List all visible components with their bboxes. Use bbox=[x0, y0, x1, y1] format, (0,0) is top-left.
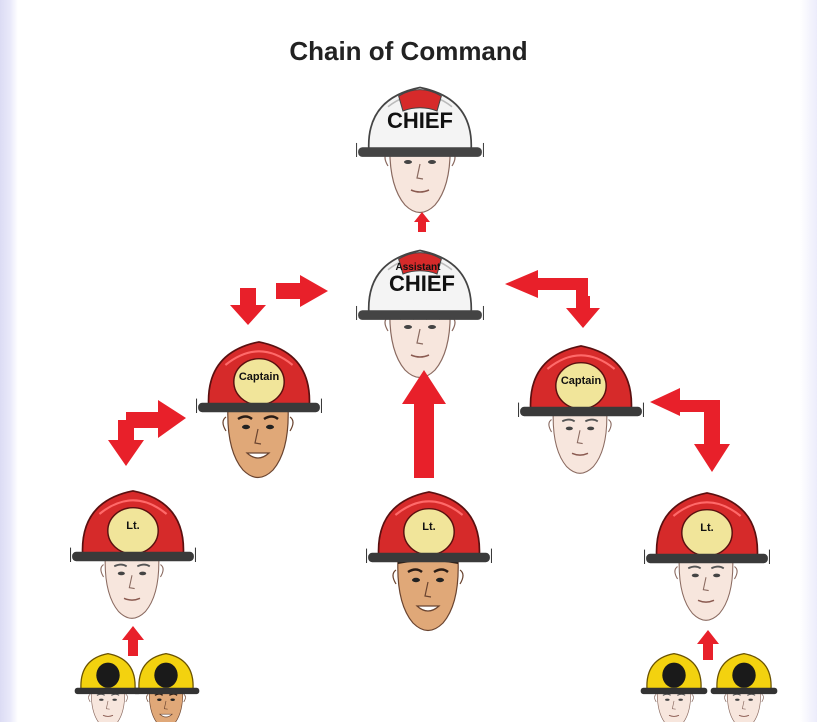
arrow-icon bbox=[402, 370, 446, 478]
firefighter-figure-3 bbox=[640, 652, 708, 722]
lieutenant-left-figure: Lt. bbox=[70, 489, 196, 620]
face-icon bbox=[391, 550, 465, 632]
captain-left-figure: Captain bbox=[196, 340, 322, 479]
arrow-icon bbox=[230, 288, 266, 325]
lieutenant-right-figure: Lt. bbox=[644, 491, 770, 622]
arrow-icon bbox=[566, 296, 600, 328]
chief-helmet-label: CHIEF bbox=[387, 108, 453, 133]
face-icon bbox=[99, 552, 165, 620]
arrow-icon bbox=[122, 626, 144, 656]
lieutenant-right-helmet-label: Lt. bbox=[700, 522, 713, 534]
helmet-icon bbox=[132, 652, 200, 695]
firefighter-figure-4 bbox=[710, 652, 778, 722]
firefighter-figure-2 bbox=[132, 652, 200, 722]
arrow-icon bbox=[276, 275, 328, 307]
arrow-icon bbox=[108, 400, 186, 466]
assistant-chief-figure: Assistant CHIEF bbox=[356, 249, 484, 379]
assistant-helmet-small-label: Assistant bbox=[395, 262, 441, 273]
page-title: Chain of Command bbox=[289, 36, 528, 66]
arrow-icon bbox=[650, 388, 730, 472]
chief-figure: CHIEF bbox=[356, 86, 484, 214]
helmet-icon bbox=[710, 652, 778, 695]
arrow-icon bbox=[505, 270, 588, 300]
captain-right-figure: Captain bbox=[518, 344, 644, 475]
helmet-icon bbox=[640, 652, 708, 695]
lieutenant-center-helmet-label: Lt. bbox=[422, 521, 435, 533]
assistant-helmet-label: CHIEF bbox=[389, 271, 455, 296]
firefighter-figure-1 bbox=[74, 652, 142, 722]
helmet-icon bbox=[74, 652, 142, 695]
captain-left-helmet-label: Captain bbox=[239, 371, 280, 383]
lieutenant-center-figure: Lt. bbox=[366, 490, 492, 632]
face-icon bbox=[547, 407, 613, 475]
arrows-group bbox=[108, 212, 730, 660]
arrow-icon bbox=[697, 630, 719, 660]
face-icon bbox=[673, 554, 739, 622]
arrow-icon bbox=[414, 212, 430, 232]
lieutenant-left-helmet-label: Lt. bbox=[126, 520, 139, 532]
captain-right-helmet-label: Captain bbox=[561, 375, 602, 387]
